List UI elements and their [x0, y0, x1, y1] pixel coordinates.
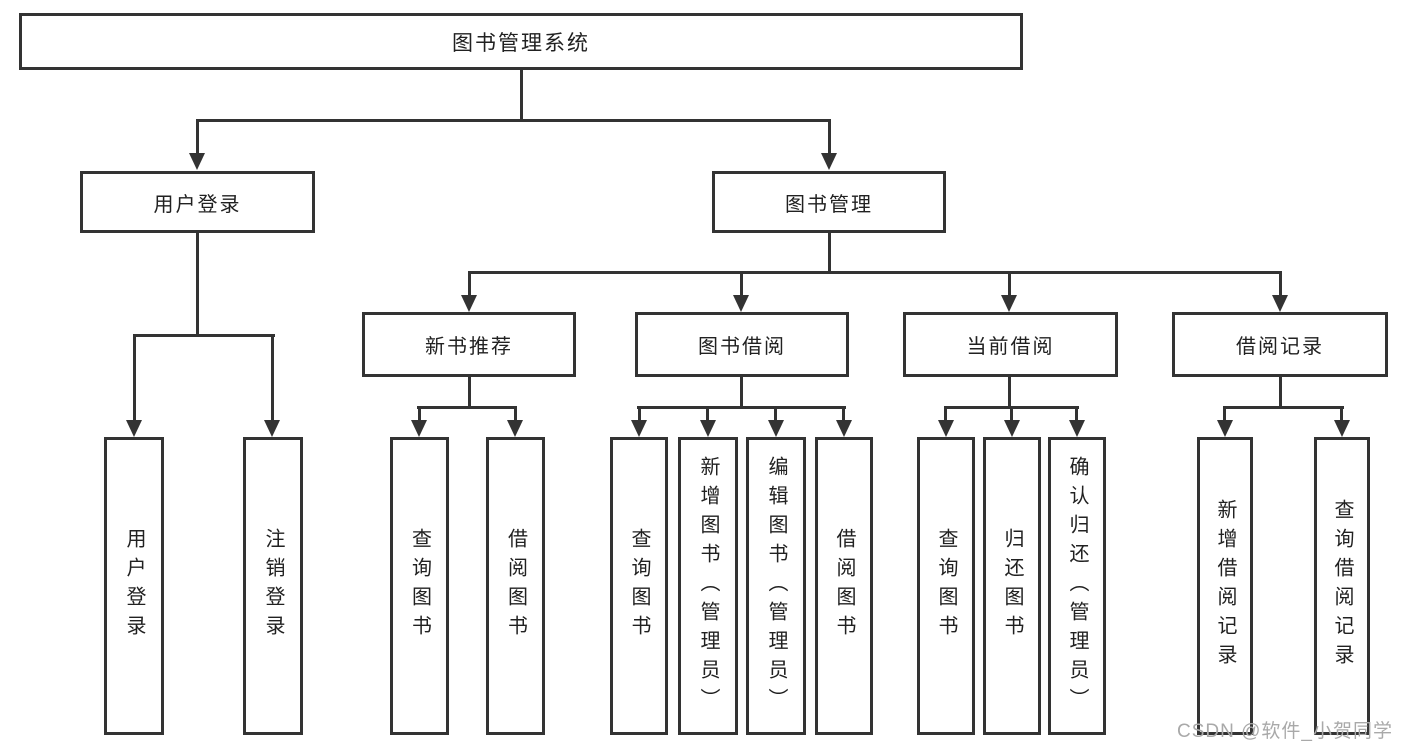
- connector-drop: [842, 406, 845, 421]
- connector-drop: [1223, 406, 1226, 421]
- leaf-label: 确认归还（管理员）: [1066, 455, 1088, 717]
- connector-drop: [1075, 406, 1078, 421]
- leaf-label: 借阅图书: [833, 528, 855, 644]
- connector-drop: [944, 406, 947, 421]
- node-label: 当前借阅: [966, 336, 1055, 358]
- leaf-label: 查询图书: [408, 528, 431, 644]
- node-label: 用户登录: [153, 193, 242, 216]
- leaf-borrow-books-recommend: 借阅图书: [486, 437, 545, 735]
- leaf-query-books-recommend: 查询图书: [390, 437, 449, 735]
- leaf-label: 新增借阅记录: [1214, 499, 1236, 673]
- node-library-system: 图书管理系统: [19, 13, 1023, 70]
- node-user-login: 用户登录: [80, 171, 315, 233]
- connector-stem: [1279, 377, 1282, 406]
- connector-drop: [468, 271, 471, 297]
- node-book-borrowing: 图书借阅: [635, 312, 849, 377]
- leaf-add-borrow-record: 新增借阅记录: [1197, 437, 1253, 735]
- connector-stem: [468, 377, 471, 406]
- arrowhead-down-icon: [264, 420, 280, 437]
- csdn-watermark: CSDN @软件_小贺同学: [1177, 721, 1393, 742]
- arrowhead-down-icon: [461, 295, 477, 312]
- node-label: 新书推荐: [425, 336, 513, 358]
- connector-rail: [1223, 406, 1344, 409]
- leaf-return-books: 归还图书: [983, 437, 1041, 735]
- connector-drop: [271, 334, 274, 421]
- connector-rail: [417, 406, 517, 409]
- connector-drop: [133, 334, 136, 421]
- node-borrowing-records: 借阅记录: [1172, 312, 1388, 377]
- connector-level2-rail: [196, 119, 831, 122]
- leaf-label: 查询借阅记录: [1331, 499, 1353, 673]
- connector-user-login-rail: [133, 334, 275, 337]
- leaf-label: 借阅图书: [504, 528, 527, 644]
- leaf-edit-book-admin: 编辑图书（管理员）: [746, 437, 806, 735]
- node-label: 图书管理: [785, 193, 873, 216]
- connector-stem: [1008, 377, 1011, 406]
- arrowhead-down-icon: [411, 420, 427, 437]
- arrowhead-down-icon: [1001, 295, 1017, 312]
- leaf-borrow-books-borrowing: 借阅图书: [815, 437, 873, 735]
- arrowhead-down-icon: [1217, 420, 1233, 437]
- connector-drop: [774, 406, 777, 421]
- connector-drop: [1279, 271, 1282, 297]
- connector-rail: [637, 406, 846, 409]
- node-label: 图书管理系统: [452, 31, 590, 55]
- arrowhead-down-icon: [733, 295, 749, 312]
- leaf-label: 用户登录: [123, 528, 145, 644]
- arrowhead-down-icon: [836, 420, 852, 437]
- leaf-label: 查询图书: [935, 528, 957, 644]
- arrowhead-down-icon: [1334, 420, 1350, 437]
- arrowhead-down-icon: [189, 153, 205, 170]
- arrowhead-down-icon: [126, 420, 142, 437]
- connector-drop: [638, 406, 641, 421]
- connector-drop: [706, 406, 709, 421]
- leaf-label: 注销登录: [262, 528, 284, 644]
- connector-level3-rail: [468, 271, 1282, 274]
- connector-drop: [1010, 406, 1013, 421]
- node-label: 图书借阅: [698, 336, 786, 358]
- connector-drop: [418, 406, 421, 421]
- arrowhead-down-icon: [631, 420, 647, 437]
- leaf-query-books-current: 查询图书: [917, 437, 975, 735]
- connector-book-mgmt-stem: [828, 233, 831, 271]
- connector-drop: [196, 119, 199, 154]
- arrowhead-down-icon: [768, 420, 784, 437]
- leaf-label: 编辑图书（管理员）: [765, 455, 787, 717]
- node-current-borrowing: 当前借阅: [903, 312, 1118, 377]
- node-label: 借阅记录: [1236, 336, 1324, 358]
- arrowhead-down-icon: [1004, 420, 1020, 437]
- leaf-label: 查询图书: [628, 528, 650, 644]
- arrowhead-down-icon: [700, 420, 716, 437]
- connector-drop: [514, 406, 517, 421]
- leaf-confirm-return-admin: 确认归还（管理员）: [1048, 437, 1106, 735]
- leaf-add-book-admin: 新增图书（管理员）: [678, 437, 738, 735]
- connector-drop: [740, 271, 743, 297]
- leaf-query-books-borrowing: 查询图书: [610, 437, 668, 735]
- connector-drop: [1340, 406, 1343, 421]
- leaf-label: 新增图书（管理员）: [697, 455, 719, 717]
- arrowhead-down-icon: [507, 420, 523, 437]
- arrowhead-down-icon: [1069, 420, 1085, 437]
- connector-root-stem: [520, 70, 523, 119]
- leaf-user-login: 用户登录: [104, 437, 164, 735]
- node-book-management: 图书管理: [712, 171, 946, 233]
- arrowhead-down-icon: [1272, 295, 1288, 312]
- connector-drop: [828, 119, 831, 154]
- arrowhead-down-icon: [938, 420, 954, 437]
- connector-stem: [740, 377, 743, 406]
- connector-drop: [1008, 271, 1011, 297]
- arrowhead-down-icon: [821, 153, 837, 170]
- leaf-query-borrow-record: 查询借阅记录: [1314, 437, 1370, 735]
- leaf-label: 归还图书: [1001, 528, 1023, 644]
- connector-user-login-stem: [196, 233, 199, 334]
- node-new-book-recommend: 新书推荐: [362, 312, 576, 377]
- leaf-logout: 注销登录: [243, 437, 303, 735]
